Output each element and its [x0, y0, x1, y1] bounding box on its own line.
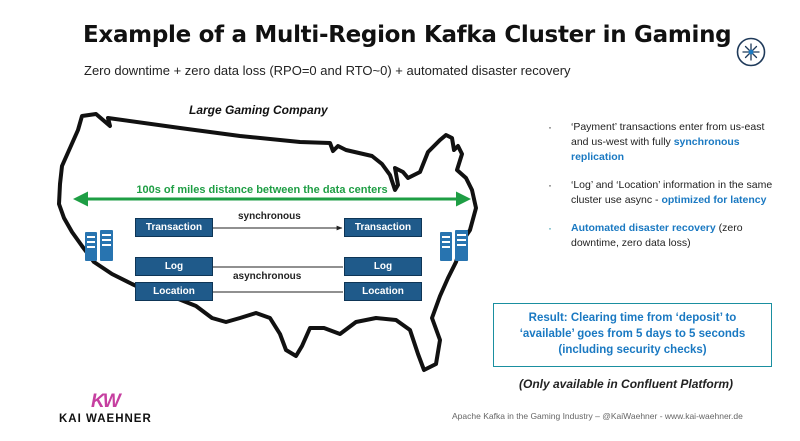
slide-title: Example of a Multi-Region Kafka Cluster …: [83, 22, 732, 48]
west-log-topic: Log: [135, 257, 213, 276]
usa-outline: [57, 112, 478, 372]
west-location-topic: Location: [135, 282, 213, 301]
east-transaction-topic: Transaction: [344, 218, 422, 237]
distance-label: 100s of miles distance between the data …: [136, 184, 388, 196]
server-icon: [85, 230, 113, 261]
bullet-highlight: optimized for latency: [661, 194, 767, 206]
footer-text: Apache Kafka in the Gaming Industry – @K…: [452, 411, 743, 421]
bullet-tail: (zero downtime, zero data loss): [571, 222, 743, 249]
bullet-text: ‘Payment’ transactions enter from us-eas…: [571, 121, 765, 148]
bullet-dot: ·: [548, 120, 552, 134]
west-transaction-topic: Transaction: [135, 218, 213, 237]
bullet-item: · ‘Log’ and ‘Location’ information in th…: [548, 178, 780, 208]
bullet-item: · Automated disaster recovery (zero down…: [548, 221, 780, 251]
server-icon: [440, 230, 468, 261]
async-label: asynchronous: [233, 271, 302, 282]
bullet-text: ‘Log’ and ‘Location’ information in the …: [571, 179, 773, 206]
availability-note: (Only available in Confluent Platform): [519, 377, 734, 391]
brand-name: KAI WAEHNER: [59, 413, 152, 425]
brand-logo: KW: [91, 391, 121, 412]
map-title: Large Gaming Company: [189, 103, 328, 117]
east-log-topic: Log: [344, 257, 422, 276]
sync-label: synchronous: [238, 211, 301, 222]
bullet-highlight: synchronous replication: [571, 136, 740, 163]
east-location-topic: Location: [344, 282, 422, 301]
slide-subtitle: Zero downtime + zero data loss (RPO=0 an…: [84, 63, 571, 78]
starburst-icon: [736, 37, 766, 67]
bullet-dot: ·: [548, 221, 552, 235]
bullet-list: · ‘Payment’ transactions enter from us-e…: [548, 120, 780, 264]
bullet-item: · ‘Payment’ transactions enter from us-e…: [548, 120, 780, 165]
bullet-highlight: Automated disaster recovery: [571, 222, 716, 234]
result-box: Result: Clearing time from ‘deposit’ to …: [493, 303, 772, 367]
bullet-dot: ·: [548, 178, 552, 192]
